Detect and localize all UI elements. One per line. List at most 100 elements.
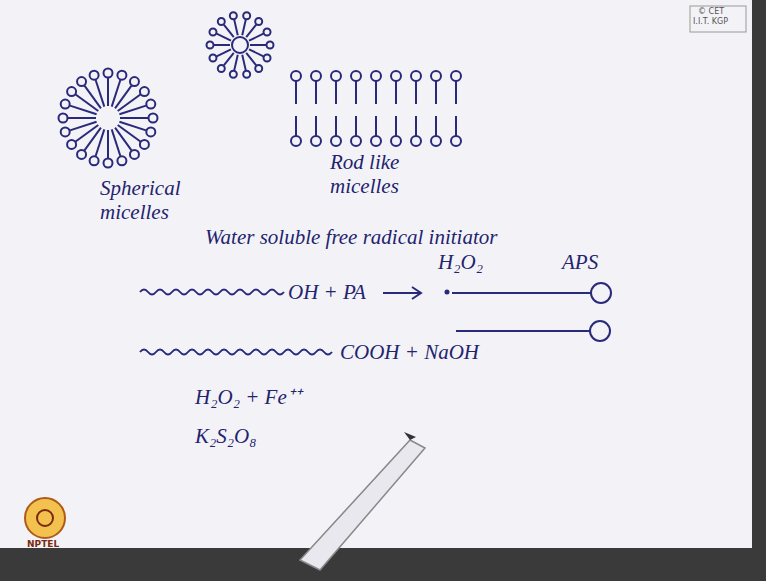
- watermark-box: [690, 6, 746, 32]
- surfactant-tail: [355, 116, 357, 136]
- surfactant-tail: [415, 116, 417, 136]
- surfactant-head: [291, 136, 301, 146]
- surfactant-head: [140, 87, 149, 96]
- surfactant-tail: [335, 116, 337, 136]
- surfactant-tail: [246, 53, 256, 66]
- surfactant-tail: [435, 81, 437, 104]
- surfactant-head: [77, 77, 86, 86]
- surfactant-head: [104, 159, 113, 168]
- diagram-caption: Rod like micelles: [330, 150, 450, 198]
- watermark: © CET: [698, 8, 724, 17]
- reaction-text: COOH + NaOH: [340, 340, 479, 364]
- surfactant-head: [391, 71, 401, 81]
- nptel-logo: [25, 498, 65, 538]
- surfactant-head: [67, 140, 76, 149]
- surfactant-head: [291, 71, 301, 81]
- surfactant-head: [331, 136, 341, 146]
- surfactant-head: [264, 55, 271, 62]
- surfactant-head: [451, 136, 461, 146]
- surfactant-tail: [68, 117, 96, 119]
- surfactant-tail: [107, 130, 109, 158]
- surfactant-tail: [355, 81, 357, 104]
- surfactant-tail: [84, 128, 100, 151]
- micelle-core: [232, 37, 248, 53]
- surfactant-head: [59, 114, 68, 123]
- surfactant-head: [411, 136, 421, 146]
- surfactant-head: [218, 65, 225, 72]
- surfactant-head: [267, 42, 274, 49]
- surfactant-head: [104, 69, 113, 78]
- surfactant-tail: [375, 116, 377, 136]
- surfactant-head: [411, 71, 421, 81]
- surfactant-tail: [455, 81, 457, 104]
- surfactant-head: [146, 100, 155, 109]
- surfactant-head: [140, 140, 149, 149]
- surfactant-head: [61, 100, 70, 109]
- surfactant-head: [77, 150, 86, 159]
- surfactant-tail: [70, 122, 97, 131]
- surfactant-tail: [335, 81, 337, 104]
- surfactant-head: [311, 71, 321, 81]
- surfactant-head: [351, 71, 361, 81]
- surfactant-tail: [455, 116, 457, 136]
- surfactant-head: [149, 114, 158, 123]
- surfactant-head: [451, 71, 461, 81]
- surfactant-tail: [224, 25, 234, 38]
- surfactant-tail: [120, 117, 148, 119]
- surfactant-head: [371, 136, 381, 146]
- surfactant-head: [255, 18, 262, 25]
- surfactant-head: [218, 18, 225, 25]
- surfactant-head: [311, 136, 321, 146]
- micelle-drawings: [59, 12, 462, 167]
- surfactant-tail: [242, 55, 246, 71]
- surfactant-head: [431, 71, 441, 81]
- surfactant-head: [209, 55, 216, 62]
- surfactant-tail: [119, 106, 146, 115]
- surfactant-head: [371, 71, 381, 81]
- surfactant-head: [255, 65, 262, 72]
- surfactant-head: [117, 71, 126, 80]
- surfactant-head: [351, 136, 361, 146]
- surfactant-head: [130, 77, 139, 86]
- chemical-formula: H₂O₂: [438, 250, 483, 274]
- surfactant-tail: [234, 20, 238, 36]
- surfactant-tail: [249, 34, 263, 41]
- surfactant-tail: [217, 34, 231, 41]
- surfactant-tail: [315, 81, 317, 104]
- surfactant-head: [146, 127, 155, 136]
- surfactant-tail: [315, 116, 317, 136]
- surfactant-tail: [115, 86, 131, 109]
- surfactant-head: [61, 127, 70, 136]
- chemical-formula: APS: [562, 250, 598, 274]
- surfactant-head: [264, 28, 271, 35]
- surfactant-tail: [107, 78, 109, 106]
- surfactant-head: [243, 12, 250, 19]
- surfactant-tail: [249, 49, 263, 56]
- surfactant-tail: [242, 20, 246, 36]
- surfactant-tail: [217, 49, 231, 56]
- surfactant-head: [207, 42, 214, 49]
- surfactant-tail: [295, 116, 297, 136]
- chemical-formula: H₂O₂ + Fe⁺⁺: [195, 385, 301, 409]
- surfactant-tail: [435, 116, 437, 136]
- surfactant-tail: [395, 81, 397, 104]
- diagram-caption: Spherical micelles: [100, 176, 210, 224]
- surfactant-tail: [112, 129, 121, 156]
- surfactant-tail: [96, 80, 105, 107]
- heading-note: Water soluble free radical initiator: [205, 225, 497, 249]
- surfactant-tail: [395, 116, 397, 136]
- surfactant-tail: [250, 44, 266, 46]
- surfactant-tail: [246, 25, 256, 38]
- logo-text: NPTEL: [27, 539, 59, 549]
- surfactant-tail: [224, 53, 234, 66]
- surfactant-head: [391, 136, 401, 146]
- pen: [300, 432, 425, 570]
- surfactant-head: [331, 71, 341, 81]
- surfactant-head: [431, 136, 441, 146]
- surfactant-tail: [415, 81, 417, 104]
- surfactant-tail: [375, 81, 377, 104]
- watermark: I.I.T. KGP: [693, 18, 728, 27]
- surfactant-tail: [118, 125, 141, 141]
